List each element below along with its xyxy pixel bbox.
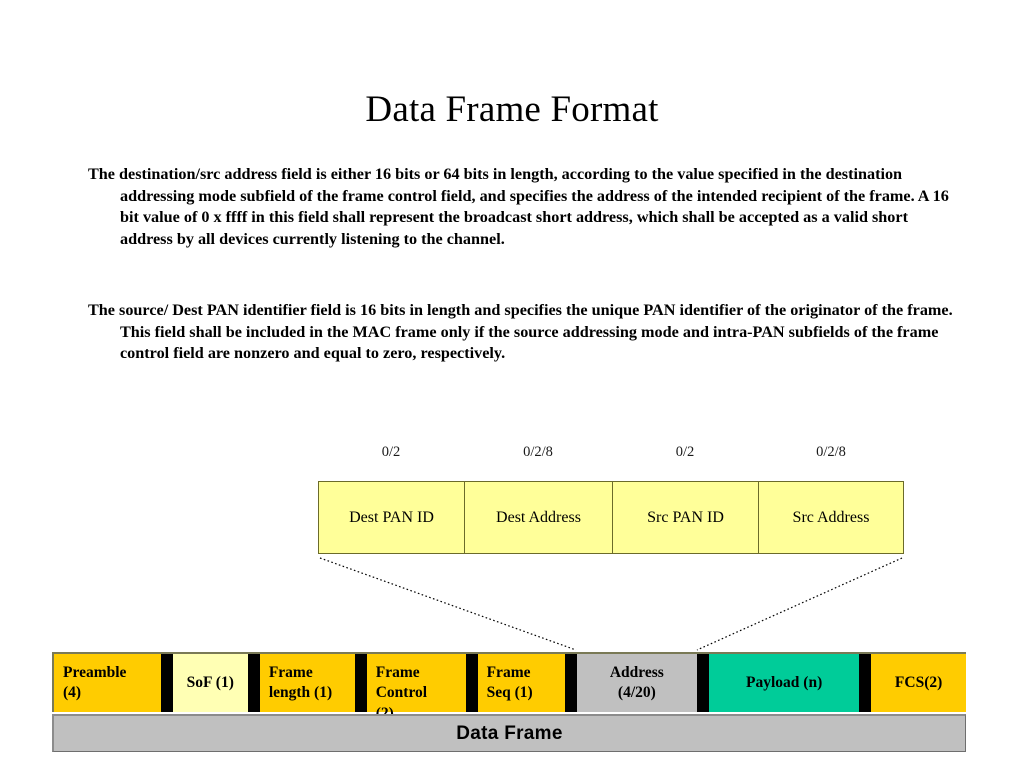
frame-field-frame-seq-size: Seq (1) [486, 684, 533, 701]
paragraph-text: The source/ Dest PAN identifier field is… [88, 301, 953, 362]
connector-line-right [696, 557, 903, 651]
frame-field-frame-seq: Frame Seq (1) [477, 654, 565, 712]
address-fields-table: Dest PAN ID Dest Address Src PAN ID Src … [318, 481, 904, 554]
frame-field-frame-control-name: Frame [375, 664, 420, 681]
data-frame-label: Data Frame [456, 722, 563, 744]
table-cell-src-address: Src Address [759, 482, 903, 553]
frame-field-separator [697, 654, 710, 712]
table-cell-dest-address: Dest Address [465, 482, 613, 553]
page-title: Data Frame Format [365, 89, 659, 130]
frame-field-frame-length-name: Frame [268, 664, 313, 681]
frame-field-separator [160, 654, 173, 712]
frame-field-sof: SoF (1) [172, 654, 248, 712]
connector-line-left [319, 557, 577, 651]
frame-field-frame-control: Frame Control (2) [366, 654, 466, 722]
size-label-src-pan-id: 0/2 [675, 444, 695, 460]
table-cell-dest-pan-id: Dest PAN ID [319, 482, 465, 553]
frame-field-frame-control-line2: Control [375, 684, 428, 701]
frame-field-fcs-name: FCS(2) [894, 674, 943, 691]
frame-field-frame-length: Frame length (1) [259, 654, 355, 712]
frame-field-fcs: FCS(2) [871, 654, 966, 712]
paragraph-destination-src-address: The destination/src address field is eit… [88, 164, 964, 250]
frame-field-separator [859, 654, 872, 712]
frame-field-separator [564, 654, 577, 712]
frame-field-separator [247, 654, 260, 712]
table-cell-src-pan-id: Src PAN ID [613, 482, 759, 553]
frame-field-address-size: (4/20) [617, 684, 656, 701]
frame-field-frame-length-size: length (1) [268, 684, 333, 701]
frame-field-address: Address (4/20) [576, 654, 698, 712]
frame-field-sof-name: SoF (1) [186, 674, 234, 691]
data-frame-bar: Data Frame [52, 714, 966, 752]
frame-field-address-name: Address [609, 664, 664, 681]
size-label-dest-pan-id: 0/2 [381, 444, 401, 460]
paragraph-pan-identifier: The source/ Dest PAN identifier field is… [88, 300, 964, 365]
size-label-dest-address: 0/2/8 [523, 444, 553, 460]
frame-field-separator [465, 654, 478, 712]
frame-field-payload: Payload (n) [709, 654, 860, 712]
size-label-src-address: 0/2/8 [816, 444, 846, 460]
frame-format-bar: Preamble (4) SoF (1) Frame length (1) Fr… [52, 652, 966, 722]
frame-field-preamble-name: Preamble [63, 664, 127, 681]
frame-field-frame-seq-name: Frame [486, 664, 531, 681]
address-field-size-labels: 0/2 0/2/8 0/2 0/2/8 [318, 442, 904, 462]
frame-field-separator [354, 654, 367, 712]
frame-field-preamble-size: (4) [63, 684, 82, 701]
frame-field-preamble: Preamble (4) [54, 654, 161, 712]
paragraph-text: The destination/src address field is eit… [88, 165, 949, 248]
frame-field-payload-name: Payload (n) [746, 674, 823, 691]
